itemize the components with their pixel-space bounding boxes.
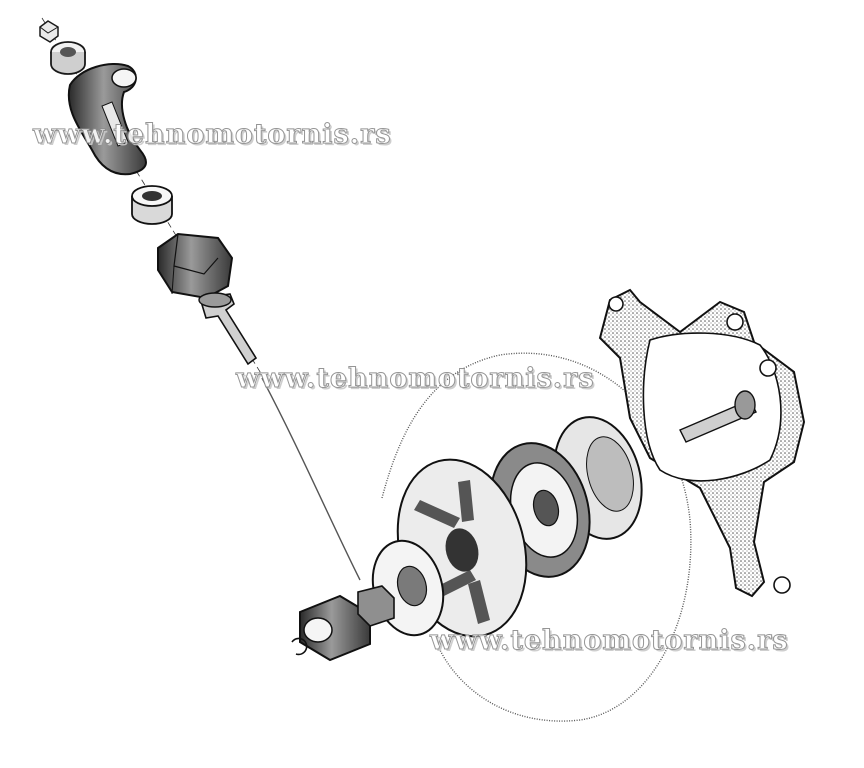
coupling-nut	[299, 585, 395, 662]
watermark-top: www.tehnomotornis.rs	[33, 119, 392, 151]
flexible-cable	[261, 377, 361, 581]
watermark-bottom: www.tehnomotornis.rs	[430, 625, 789, 657]
loop-cable	[381, 352, 692, 722]
top-nipple	[39, 20, 59, 43]
circlip	[291, 637, 308, 656]
watermark-middle: www.tehnomotornis.rs	[236, 363, 595, 395]
drive-shaft	[198, 292, 258, 366]
engine-housing	[598, 288, 806, 598]
small-sleeve	[131, 185, 173, 225]
hex-nut	[157, 232, 234, 300]
elbow-housing	[67, 63, 147, 176]
flanged-bushing	[50, 41, 86, 75]
